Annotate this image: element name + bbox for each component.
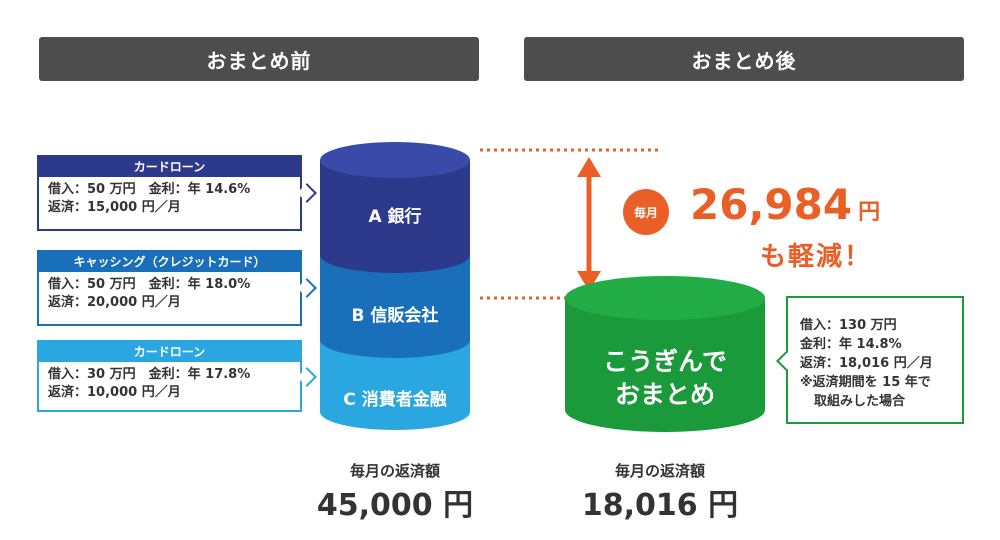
- loan-repayment: 返済：10,000 円／月: [48, 385, 181, 400]
- loan-type-title: キャッシング（クレジットカード）: [39, 252, 300, 272]
- loan-repayment: 返済：15,000 円／月: [48, 200, 181, 215]
- cylinder-after: [565, 276, 765, 432]
- loan-type-title: カードローン: [39, 342, 300, 362]
- after-total-caption: 毎月の返済額: [614, 462, 705, 480]
- after-repayment: 返済：18,016 円／月: [800, 356, 933, 371]
- loan-type-title: カードローン: [39, 157, 300, 177]
- header-after: おまとめ後: [524, 37, 964, 81]
- cylinder-c: [320, 340, 470, 430]
- loan-terms: 借入：30 万円 金利：年 17.8%: [48, 367, 251, 382]
- after-rate: 金利：年 14.8%: [800, 337, 902, 352]
- bank-label-b: B 信販会社: [352, 305, 439, 326]
- bank-label-c: C 消費者金融: [343, 389, 446, 410]
- after-note-cont: 取組みした場合: [814, 394, 906, 409]
- after-note: ※返済期間を 15 年で: [800, 375, 931, 390]
- loan-box-c: カードローン 借入：30 万円 金利：年 17.8% 返済：10,000 円／月: [37, 340, 302, 412]
- after-label-line2: おまとめ: [615, 380, 715, 409]
- loan-terms: 借入：50 万円 金利：年 14.6%: [48, 182, 251, 197]
- savings-unit: 円: [858, 200, 881, 225]
- after-label-line1: こうぎんで: [603, 347, 727, 376]
- loan-box-a: カードローン 借入：50 万円 金利：年 14.6% 返済：15,000 円／月: [37, 155, 302, 231]
- double-arrow-icon: [577, 157, 601, 291]
- after-total-amount: 18,016 円: [581, 488, 739, 523]
- loan-box-b: キャッシング（クレジットカード） 借入：50 万円 金利：年 18.0% 返済：…: [37, 250, 302, 326]
- header-before: おまとめ前: [39, 37, 479, 81]
- bank-label-a: A 銀行: [368, 206, 421, 227]
- before-total-caption: 毎月の返済額: [349, 462, 440, 480]
- cylinder-b: [320, 255, 470, 358]
- savings-number: 26,984: [690, 180, 853, 229]
- loan-repayment: 返済：20,000 円／月: [48, 295, 181, 310]
- after-info-box: 借入：130 万円 金利：年 14.8% 返済：18,016 円／月 ※返済期間…: [786, 296, 964, 424]
- before-total-amount: 45,000 円: [316, 488, 474, 523]
- savings-text: も軽減！: [760, 242, 873, 272]
- after-borrow: 借入：130 万円: [800, 318, 897, 333]
- cylinder-a: [320, 142, 470, 273]
- monthly-badge: 毎月: [623, 189, 669, 235]
- loan-terms: 借入：50 万円 金利：年 18.0%: [48, 277, 251, 292]
